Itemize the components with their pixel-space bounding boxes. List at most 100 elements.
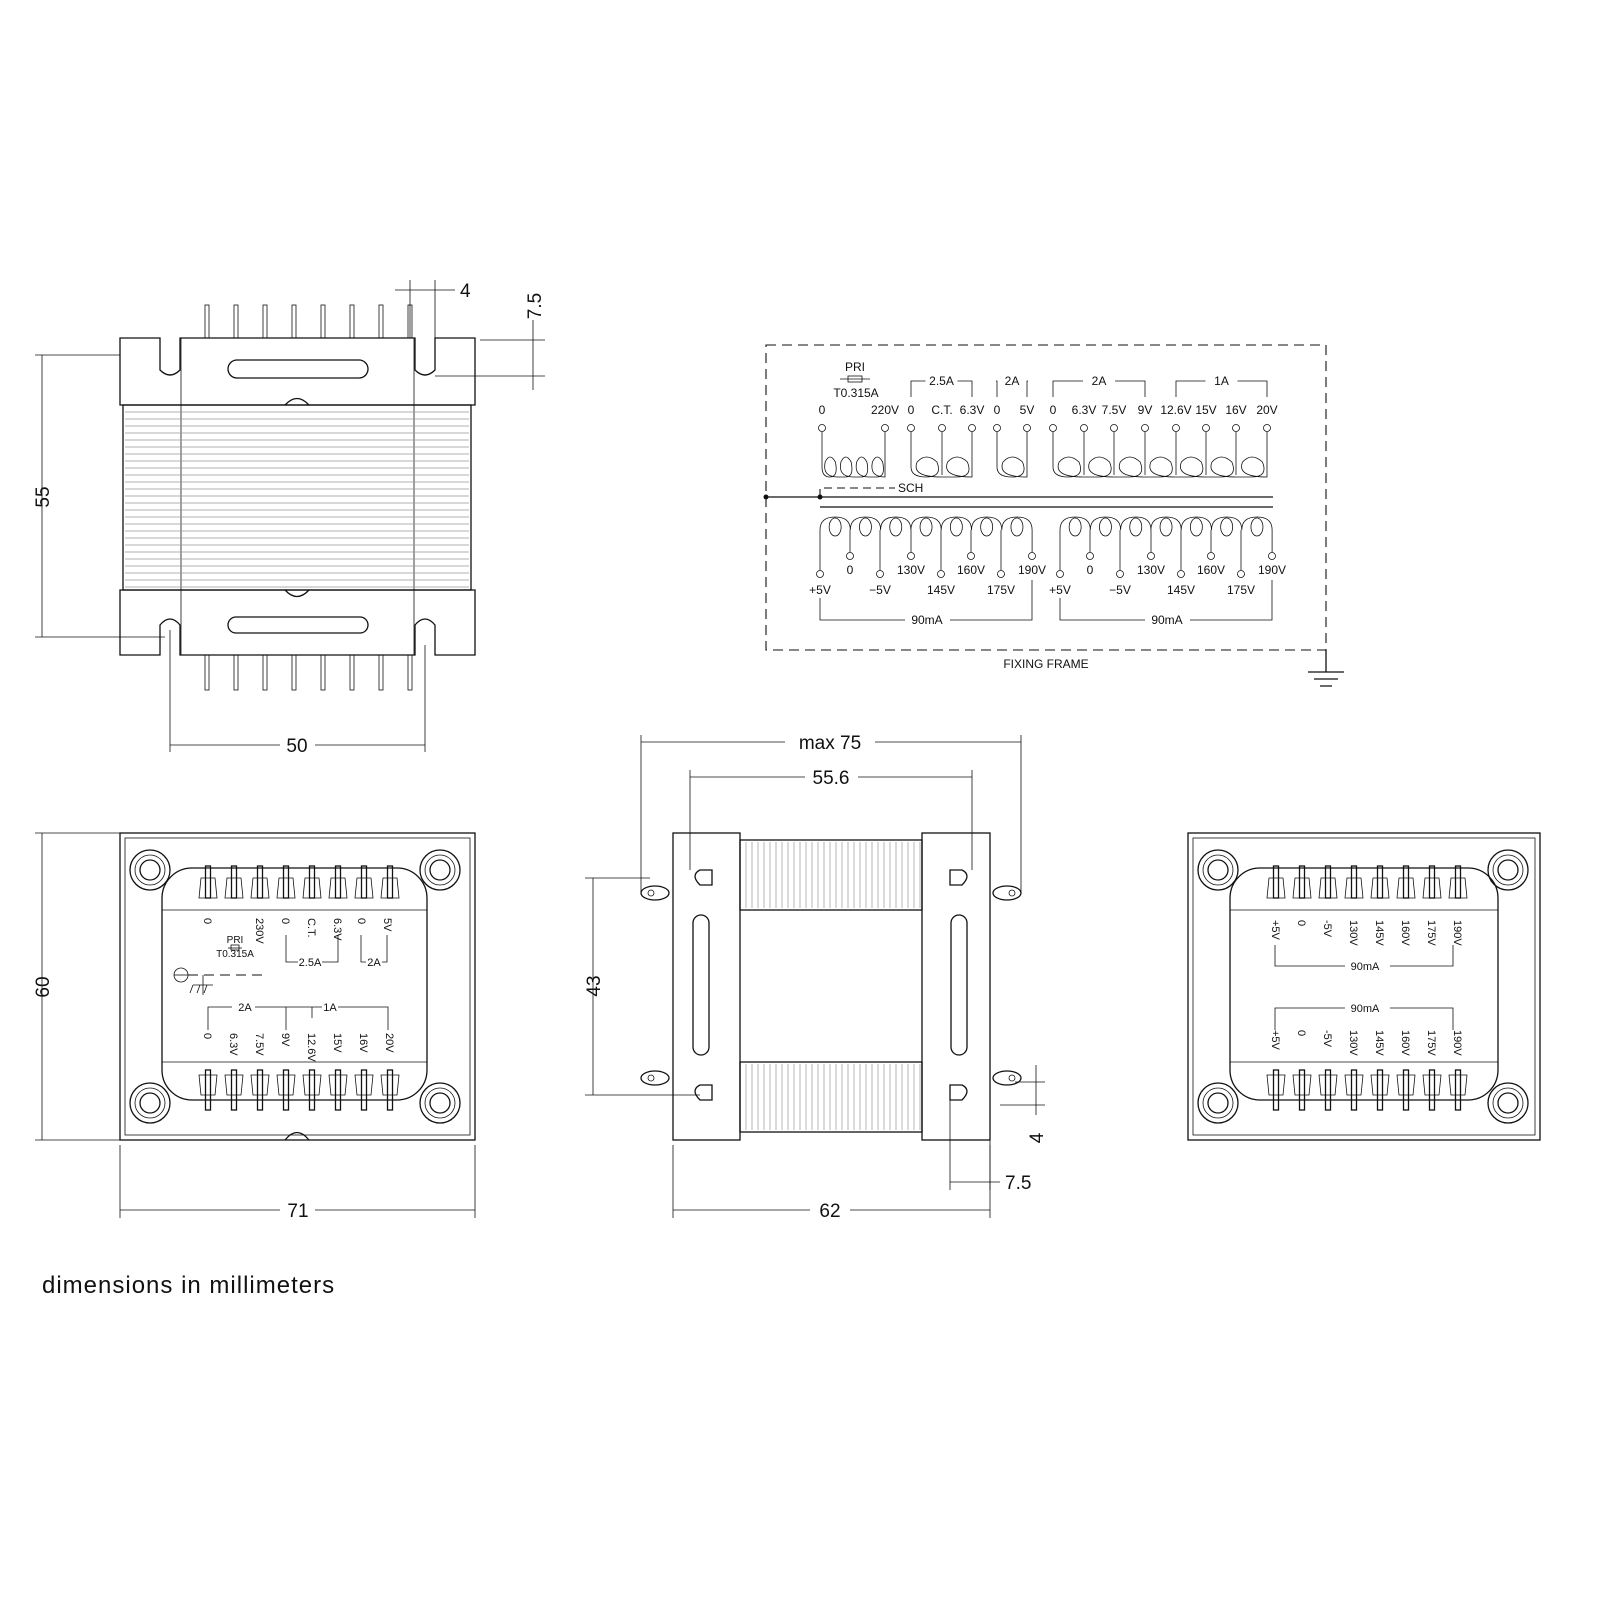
terminal (1049, 424, 1057, 432)
terminal-pin (320, 304, 326, 339)
terminal-pin (378, 654, 384, 691)
terminal-pin (1324, 865, 1332, 899)
dim-bracket-offset: 7.5 (525, 293, 546, 319)
mounting-nut (1487, 1082, 1529, 1124)
terminal-pin (1298, 1069, 1306, 1111)
schematic-bottom-terminal-label: 0 (847, 563, 854, 577)
front-top-label: 0 (201, 918, 213, 924)
schematic-current-90ma: 90mA (911, 613, 942, 627)
schematic-bottom-terminal-label: 175V (1227, 583, 1255, 597)
rear-top-label: -5V (1321, 920, 1333, 938)
schematic-top-terminal-label: 9V (1138, 403, 1153, 417)
terminal (1263, 424, 1271, 432)
front-top-label: 6.3V (331, 918, 343, 941)
rear-bottom-label: +5V (1269, 1030, 1281, 1051)
fuse-label: T0.315A (833, 386, 878, 400)
rear-top-label: 175V (1425, 920, 1437, 946)
terminal (1023, 424, 1031, 432)
terminal-pin (1428, 865, 1436, 899)
front-top-label: 0 (279, 918, 291, 924)
schematic-bottom-terminal-label: +5V (1049, 583, 1071, 597)
terminal (1268, 552, 1276, 560)
terminal-pin (291, 304, 297, 339)
terminal-pin (262, 304, 268, 339)
terminal-pin (334, 1069, 342, 1111)
terminal-pin (230, 1069, 238, 1111)
primary-label: PRI (845, 360, 865, 374)
terminal-pin (1428, 1069, 1436, 1111)
schematic-bottom-terminal-label: 190V (1018, 563, 1046, 577)
winding (821, 432, 886, 478)
terminal-pin (407, 654, 413, 691)
schematic-bottom-terminal-label: −5V (869, 583, 891, 597)
terminal-pin (386, 865, 394, 899)
front-bottom-label: 0 (201, 1033, 213, 1039)
schematic-bottom-terminal-label: 0 (1087, 563, 1094, 577)
mounting-nut (419, 1082, 461, 1124)
rear-top-label: 160V (1399, 920, 1411, 946)
front-bottom-group-1a: 1A (323, 1002, 337, 1014)
terminal-pin (378, 304, 384, 339)
winding (1052, 432, 1268, 478)
terminal (1147, 552, 1155, 560)
terminal-pin (230, 865, 238, 899)
terminal (993, 424, 1001, 432)
winding (996, 432, 1028, 478)
terminal (938, 424, 946, 432)
terminal-pin (204, 304, 210, 339)
rear-bottom-label: -5V (1321, 1030, 1333, 1048)
schematic-bottom-terminal-label: 145V (1167, 583, 1195, 597)
mounting-nut (1197, 849, 1239, 891)
terminal-pin (1324, 1069, 1332, 1111)
terminal-pin (282, 1069, 290, 1111)
schematic-top-terminal-label: 220V (871, 403, 899, 417)
terminal (846, 552, 854, 560)
terminal (1177, 570, 1185, 578)
front-bottom-label: 20V (383, 1033, 395, 1053)
schematic-top-terminal-label: 12.6V (1160, 403, 1191, 417)
mounting-nut (1197, 1082, 1239, 1124)
terminal-pin (291, 654, 297, 691)
side-view: max 75 55.6 43 62 7.5 4 (584, 733, 1048, 1222)
terminal-pin (1454, 865, 1462, 899)
terminal-pin (334, 865, 342, 899)
terminal (968, 424, 976, 432)
rear-bottom-label: 190V (1451, 1030, 1463, 1056)
mounting-nut (1487, 849, 1529, 891)
terminal (937, 570, 945, 578)
schematic-top-terminal-label: 7.5V (1102, 403, 1127, 417)
terminal (1141, 424, 1149, 432)
rear-bottom-label: 130V (1347, 1030, 1359, 1056)
dim-frame-width: 55.6 (813, 768, 850, 789)
terminal (816, 570, 824, 578)
schematic-bottom-terminal-label: 175V (987, 583, 1015, 597)
terminal (1232, 424, 1240, 432)
schematic-top-terminal-label: C.T. (931, 403, 952, 417)
mounting-nut (419, 849, 461, 891)
terminal-pin (1402, 865, 1410, 899)
front-group-25a: 2.5A (299, 957, 322, 969)
rear-view: 90mA 90mA +5V+5V00-5V-5V130V130V145V145V… (1187, 832, 1541, 1141)
schematic-top-terminal-label: 0 (1050, 403, 1057, 417)
terminal-pin (262, 654, 268, 691)
terminal-pin (233, 654, 239, 691)
schematic-current-group: 2A (1092, 374, 1107, 388)
terminal-pin (360, 1069, 368, 1111)
top-view: 4 7.5 55 50 (33, 280, 546, 757)
terminal (876, 570, 884, 578)
terminal-pin (1272, 1069, 1280, 1111)
terminal-pin (1298, 865, 1306, 899)
front-top-label: 5V (381, 918, 393, 932)
terminal-pin (256, 1069, 264, 1111)
rear-bottom-label: 160V (1399, 1030, 1411, 1056)
front-bottom-label: 7.5V (253, 1033, 265, 1056)
terminal-pin (1376, 865, 1384, 899)
terminal (967, 552, 975, 560)
dim-lug-offset: 7.5 (1005, 1173, 1031, 1194)
schematic-bottom-terminal-label: 160V (957, 563, 985, 577)
terminal (1172, 424, 1180, 432)
